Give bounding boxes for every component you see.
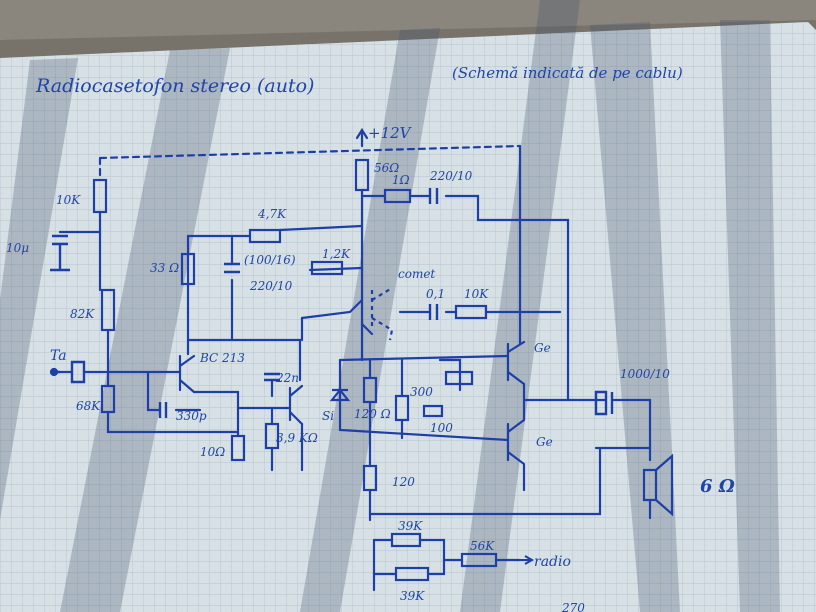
label-120b: 120 (392, 475, 415, 489)
resistor-3k9 (264, 422, 280, 450)
schematic-subtitle: (Schemă indicată de pe cablu) (452, 64, 683, 82)
label-ge-top: Ge (534, 341, 551, 355)
label-56k: 56K (470, 539, 495, 553)
capacitor-10u (50, 234, 70, 272)
resistor-4k7 (248, 228, 282, 244)
label-10k-top: 10K (56, 193, 81, 207)
label-3k9: 3,9 KΩ (276, 431, 318, 445)
label-1k2: 1,2K (322, 247, 351, 261)
label-100-16: (100/16) (244, 253, 296, 267)
resistor-33 (180, 252, 196, 286)
capacitor-100-16 (224, 262, 240, 274)
resistor-56 (354, 158, 370, 192)
resistor-56k (460, 552, 498, 568)
label-300: 300 (410, 385, 433, 399)
label-4k7: 4,7K (257, 207, 287, 221)
resistor-10k-fb (454, 304, 488, 320)
resistor-300 (394, 394, 410, 422)
speaker-symbol (642, 453, 674, 517)
label-220-10: 220/10 (249, 279, 293, 293)
label-1: 1Ω (392, 173, 410, 187)
capacitor-330p (158, 402, 168, 418)
label-radio: radio (534, 554, 571, 570)
label-10u: 10μ (6, 241, 29, 255)
comet-dashed-transistor (370, 287, 394, 341)
resistor-39k-b (394, 566, 430, 582)
label-si: Si (322, 409, 334, 423)
label-speaker: 6 Ω (700, 476, 735, 497)
label-22n: 22n (275, 371, 299, 385)
resistor-39k-a (390, 532, 422, 548)
capacitor-01 (428, 304, 439, 320)
resistor-10-emit (230, 434, 246, 462)
label-330p: 330p (176, 409, 207, 423)
component-labels: +12V Ta 10K 10μ 82K 68K 33 Ω BC 213 330p… (6, 124, 735, 612)
label-supply: +12V (368, 124, 413, 142)
resistors (92, 158, 498, 582)
label-10k-fb: 10K (464, 287, 489, 301)
resistor-120b (362, 464, 378, 492)
label-270: 270 (561, 601, 585, 612)
capacitor-1000-10 (594, 390, 614, 416)
resistor-1 (383, 188, 412, 204)
label-01: 0,1 (426, 287, 445, 301)
label-100: 100 (430, 421, 453, 435)
label-39k-a: 39K (398, 519, 423, 533)
label-comet: comet (398, 267, 435, 281)
label-input: Ta (50, 348, 67, 364)
label-220-10-top: 220/10 (429, 169, 473, 183)
resistor-120a (362, 376, 378, 404)
label-ge-bot: Ge (536, 435, 553, 449)
resistor-10k (92, 178, 108, 214)
misc-symbols (49, 287, 674, 517)
label-56: 56Ω (374, 161, 399, 175)
diode-si (329, 388, 351, 402)
label-10-emit: 10Ω (200, 445, 225, 459)
resistor-pot (444, 370, 474, 386)
schematic-title: Radiocasetofon stereo (auto) (35, 75, 314, 97)
resistor-82k (100, 288, 116, 332)
resistor-100 (422, 404, 444, 418)
capacitor-22n (264, 372, 280, 382)
label-33: 33 Ω (150, 261, 179, 275)
resistor-1k2 (310, 260, 344, 276)
label-68k: 68K (76, 399, 101, 413)
resistor-68k (100, 384, 116, 414)
label-120a: 120 Ω (354, 407, 391, 421)
circuit-wires (58, 127, 652, 592)
input-terminal (49, 367, 59, 377)
capacitor-220-10-top (428, 188, 439, 204)
label-39k-b: 39K (400, 589, 425, 603)
label-1000-10: 1000/10 (620, 367, 670, 381)
label-bc213: BC 213 (199, 351, 245, 365)
label-82k: 82K (70, 307, 95, 321)
